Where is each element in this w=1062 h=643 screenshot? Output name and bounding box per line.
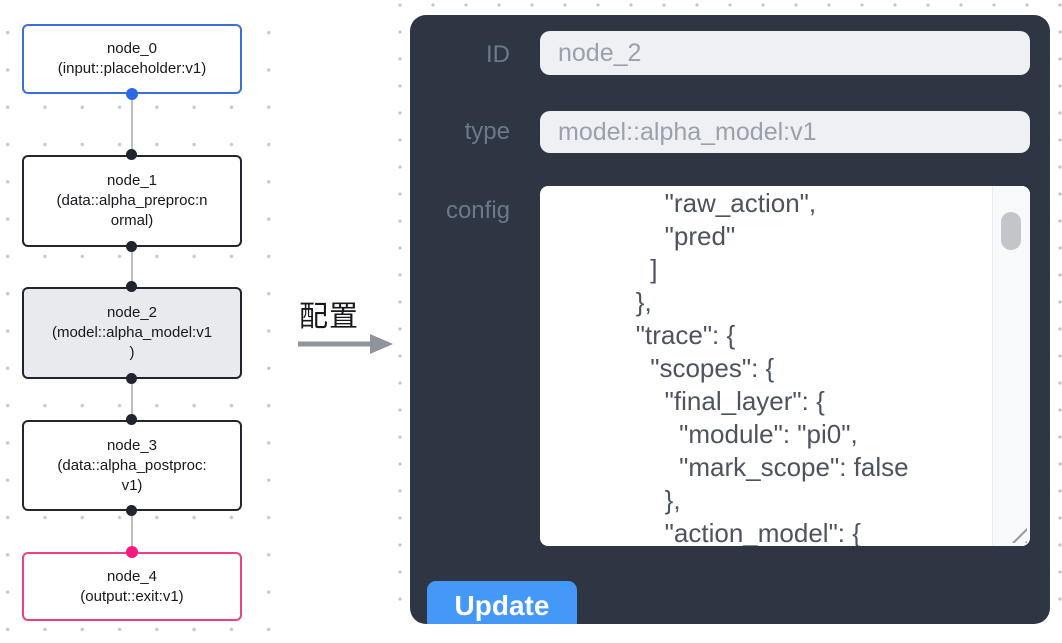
arrow-right-icon bbox=[298, 334, 393, 354]
node-node_4[interactable]: node_4 (output::exit:v1) bbox=[22, 552, 242, 621]
node-title: node_2 bbox=[106, 304, 158, 321]
node-subtitle: (data::alpha_postproc: v1) bbox=[57, 456, 207, 494]
node-node_3[interactable]: node_3 (data::alpha_postproc: v1) bbox=[22, 420, 242, 511]
node-subtitle: (data::alpha_preproc:n ormal) bbox=[56, 192, 208, 229]
id-field-label: ID bbox=[486, 41, 510, 68]
config-scrollbar-thumb[interactable] bbox=[1001, 212, 1021, 250]
config-field-label: config bbox=[445, 197, 510, 224]
config-scrollbar-track[interactable] bbox=[992, 186, 1030, 546]
type-input[interactable]: model::alpha_model:v1 bbox=[540, 111, 1030, 153]
update-button[interactable]: Update bbox=[427, 581, 577, 624]
port-node_1-output[interactable] bbox=[126, 241, 137, 252]
node-node_0[interactable]: node_0 (input::placeholder:v1) bbox=[22, 24, 242, 94]
port-node_4-input[interactable] bbox=[126, 546, 138, 558]
config-json-text: "raw_action", "pred" ] }, "trace": { "sc… bbox=[635, 188, 909, 546]
edge-node_1-node_2 bbox=[131, 247, 133, 287]
node-title: node_3 bbox=[106, 436, 158, 454]
edge-node_3-node_4 bbox=[131, 511, 133, 552]
port-node_2-output[interactable] bbox=[126, 373, 137, 384]
port-node_0-output[interactable] bbox=[126, 88, 138, 100]
id-input[interactable]: node_2 bbox=[540, 31, 1030, 75]
node-title: node_4 bbox=[106, 567, 158, 585]
port-node_1-input[interactable] bbox=[126, 149, 137, 160]
type-field-label: type bbox=[464, 118, 510, 145]
node-title: node_1 bbox=[106, 172, 158, 189]
port-node_3-input[interactable] bbox=[126, 414, 137, 425]
node-subtitle: (output::exit:v1) bbox=[80, 587, 184, 605]
port-node_2-input[interactable] bbox=[126, 281, 137, 292]
config-textarea[interactable]: "raw_action", "pred" ] }, "trace": { "sc… bbox=[540, 186, 1030, 546]
port-node_3-output[interactable] bbox=[126, 505, 137, 516]
node-node_2-selected[interactable]: node_2 (model::alpha_model:v1 ) bbox=[22, 287, 242, 379]
edge-node_0-node_1 bbox=[131, 94, 133, 155]
transition-label: 配置 bbox=[299, 301, 360, 333]
edge-node_2-node_3 bbox=[131, 379, 133, 420]
config-panel: ID node_2 type model::alpha_model:v1 con… bbox=[410, 15, 1050, 624]
node-subtitle: (input::placeholder:v1) bbox=[57, 60, 207, 77]
node-subtitle: (model::alpha_model:v1 ) bbox=[51, 324, 213, 361]
node-title: node_0 bbox=[106, 40, 158, 57]
node-node_1[interactable]: node_1 (data::alpha_preproc:n ormal) bbox=[22, 155, 242, 247]
